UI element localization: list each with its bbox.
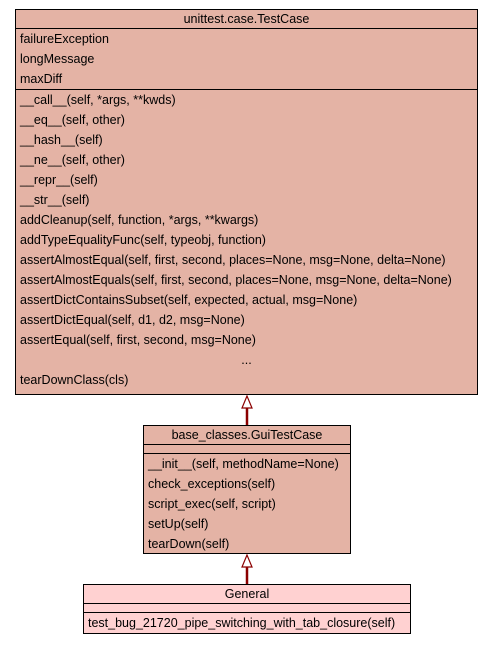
- method: addCleanup(self, function, *args, **kwar…: [20, 213, 259, 227]
- attributes-section: [144, 445, 350, 454]
- method: tearDown(self): [148, 537, 230, 551]
- method: __str__(self): [20, 193, 90, 207]
- ellipsis: ...: [241, 353, 252, 367]
- method: __eq__(self, other): [20, 113, 125, 127]
- method: tearDownClass(cls): [20, 373, 129, 387]
- method: __repr__(self): [20, 173, 98, 187]
- method: assertEqual(self, first, second, msg=Non…: [20, 333, 256, 347]
- method: __ne__(self, other): [20, 153, 125, 167]
- method: check_exceptions(self): [148, 477, 276, 491]
- methods-section: __init__(self, methodName=None) check_ex…: [144, 454, 350, 554]
- inheritance-edge-guitestcase-to-testcase: [241, 394, 253, 425]
- methods-section: __call__(self, *args, **kwds) __eq__(sel…: [16, 90, 477, 390]
- method: addTypeEqualityFunc(self, typeobj, funct…: [20, 233, 266, 247]
- method: __init__(self, methodName=None): [148, 457, 339, 471]
- method: assertDictEqual(self, d1, d2, msg=None): [20, 313, 245, 327]
- inheritance-arrow-icon: [241, 553, 253, 568]
- inheritance-arrow-icon: [241, 394, 253, 409]
- attributes-section: [84, 604, 410, 613]
- attribute: longMessage: [20, 52, 95, 66]
- method: assertAlmostEquals(self, first, second, …: [20, 273, 452, 287]
- methods-section: test_bug_21720_pipe_switching_with_tab_c…: [84, 613, 410, 633]
- method: setUp(self): [148, 517, 209, 531]
- class-title: General: [84, 585, 410, 604]
- method: __hash__(self): [20, 133, 103, 147]
- class-box-general[interactable]: General test_bug_21720_pipe_switching_wi…: [83, 584, 411, 634]
- method: script_exec(self, script): [148, 497, 276, 511]
- attribute: maxDiff: [20, 72, 63, 86]
- attribute: failureException: [20, 32, 109, 46]
- method: test_bug_21720_pipe_switching_with_tab_c…: [88, 616, 396, 630]
- attributes-section: failureException longMessage maxDiff: [16, 29, 477, 90]
- class-title: base_classes.GuiTestCase: [144, 426, 350, 445]
- inheritance-edge-general-to-guitestcase: [241, 553, 253, 584]
- class-box-guitestcase[interactable]: base_classes.GuiTestCase __init__(self, …: [143, 425, 351, 554]
- class-title: unittest.case.TestCase: [16, 10, 477, 29]
- method: assertAlmostEqual(self, first, second, p…: [20, 253, 446, 267]
- method: assertDictContainsSubset(self, expected,…: [20, 293, 358, 307]
- class-box-testcase[interactable]: unittest.case.TestCase failureException …: [15, 9, 478, 395]
- method: __call__(self, *args, **kwds): [20, 93, 176, 107]
